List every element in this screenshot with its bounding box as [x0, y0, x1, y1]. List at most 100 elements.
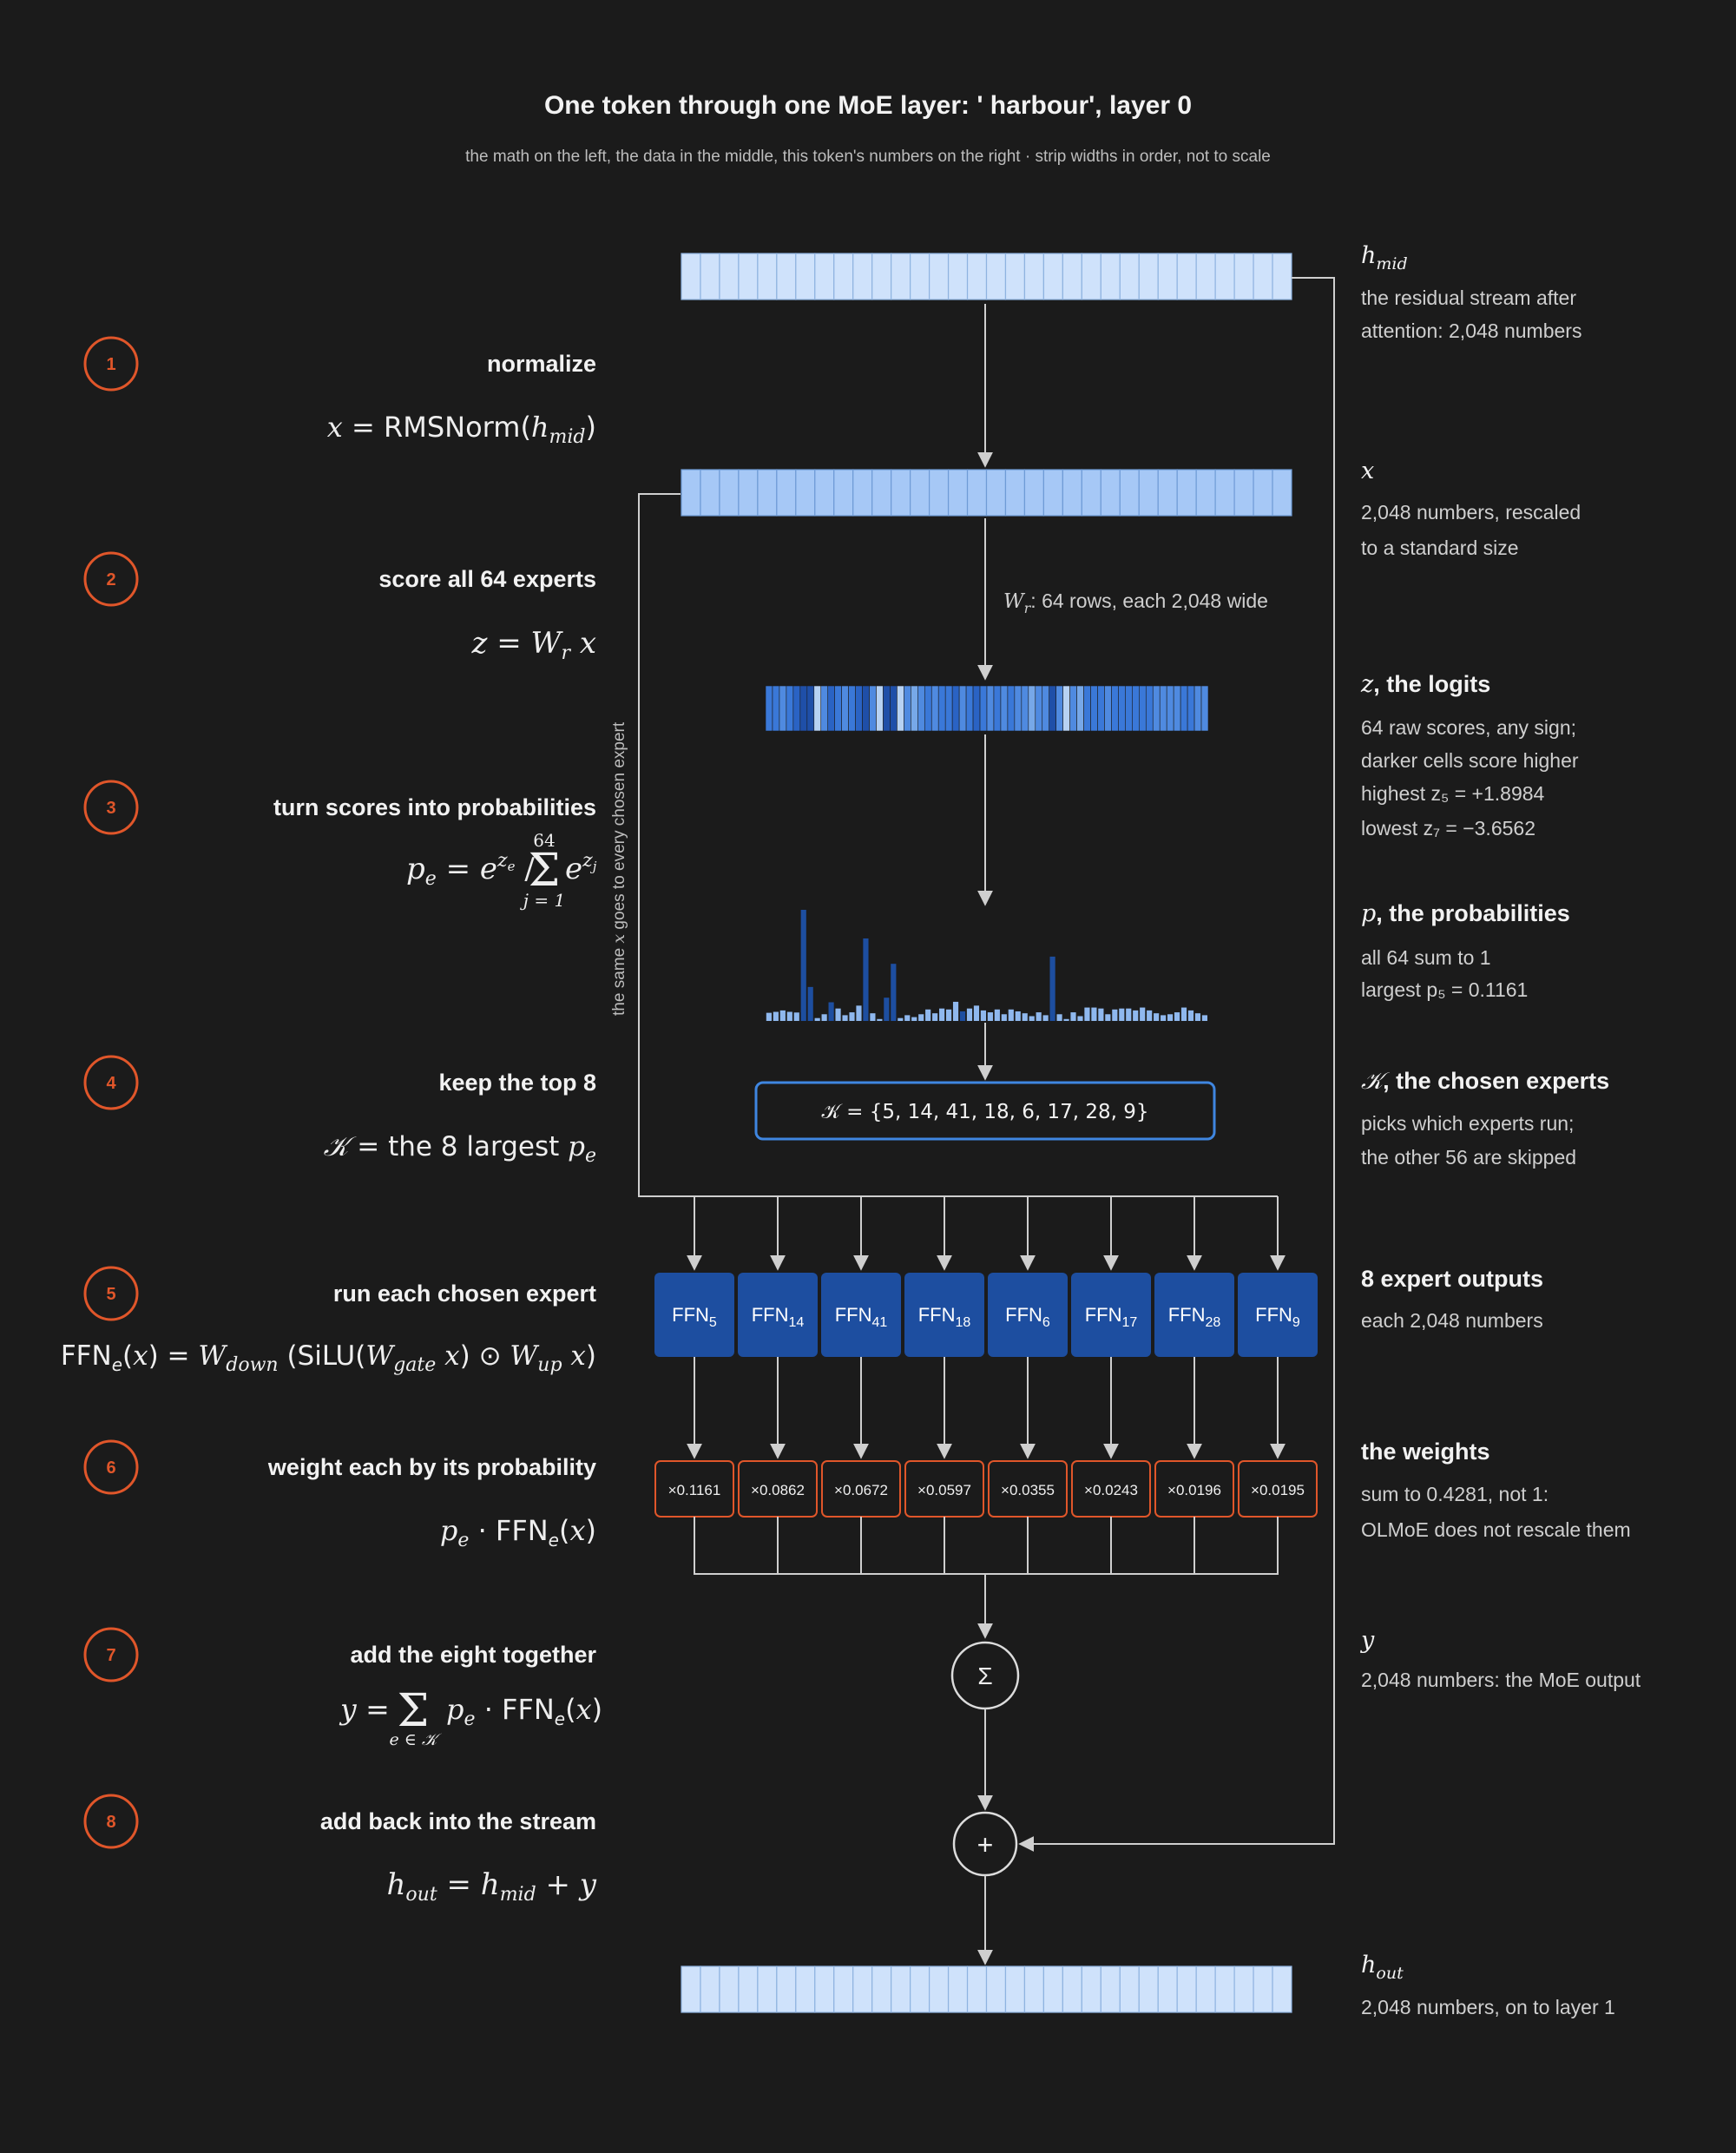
- strip-cell: [1023, 253, 1045, 300]
- label-hmid: hmid: [1361, 242, 1408, 273]
- prob-bar: [1187, 1010, 1194, 1021]
- z-desc-1: 64 raw scores, any sign;: [1361, 716, 1576, 739]
- strip-cell: [891, 1965, 911, 2013]
- step-8: 8 add back into the stream: [83, 1794, 596, 1849]
- logit-cell: [1159, 685, 1167, 732]
- hout-desc-1: 2,048 numbers, on to layer 1: [1361, 1996, 1615, 2018]
- step-title: add back into the stream: [320, 1808, 596, 1834]
- weight-value: ×0.0597: [917, 1482, 971, 1498]
- step-circle: [83, 1794, 139, 1849]
- step-number: 8: [106, 1813, 115, 1832]
- logit-cell: [834, 685, 842, 732]
- strip-cell: [719, 469, 740, 517]
- prob-bar: [786, 1011, 792, 1021]
- logit-cell: [1118, 685, 1126, 732]
- label-y: y: [1360, 1627, 1375, 1654]
- strip-cell: [1214, 253, 1235, 300]
- strip-cell: [871, 1965, 892, 2013]
- expert-box: [821, 1273, 901, 1357]
- prob-bar: [911, 1017, 917, 1021]
- strip-cell: [1138, 469, 1159, 517]
- logit-cell: [1042, 685, 1050, 732]
- logit-cell: [772, 685, 780, 732]
- step-title: normalize: [487, 351, 596, 377]
- strip-cell: [1272, 253, 1292, 300]
- logit-cell: [930, 685, 939, 732]
- prob-bar: [793, 1012, 799, 1021]
- expert-box: [654, 1273, 734, 1357]
- hmid-desc-1: the residual stream after: [1361, 286, 1576, 309]
- strip-cell: [681, 1965, 701, 2013]
- prob-bar: [1008, 1009, 1014, 1021]
- strip-cell: [1004, 469, 1026, 517]
- chosen-set-text: 𝒦 = {5, 14, 41, 18, 6, 17, 28, 9}: [821, 1101, 1148, 1123]
- label-weights: the weights: [1361, 1439, 1490, 1465]
- strip-cell: [1081, 253, 1101, 300]
- strip-cell: [852, 1965, 873, 2013]
- strip-cell: [1176, 253, 1197, 300]
- expert-9: FFN9×0.0195: [1238, 1196, 1318, 1574]
- strip-cell: [910, 469, 930, 517]
- prob-bar: [1105, 1014, 1111, 1021]
- step-circle: [83, 1439, 139, 1495]
- strip-cell: [738, 1965, 759, 2013]
- step-circle: [83, 780, 139, 835]
- logit-cell: [972, 685, 981, 732]
- strip-cell: [1119, 253, 1140, 300]
- strip-cell: [1004, 253, 1026, 300]
- logit-cell: [1062, 685, 1070, 732]
- prob-bar: [1042, 1015, 1049, 1021]
- logit-cell: [820, 685, 829, 732]
- ffn-desc-1: each 2,048 numbers: [1361, 1309, 1543, 1332]
- strip-cell: [891, 469, 911, 517]
- strip-cell: [1042, 469, 1063, 517]
- sum-symbol: Σ: [977, 1662, 992, 1689]
- formula-sum: y = Σ e ∈ 𝒦 pe · FFNe(x): [339, 1685, 602, 1749]
- step-circle: [83, 1055, 139, 1110]
- weight-value: ×0.0862: [751, 1482, 805, 1498]
- logit-cell: [1035, 685, 1043, 732]
- p-desc-1: all 64 sum to 1: [1361, 946, 1491, 969]
- strip-cell: [928, 1965, 950, 2013]
- formula-topk: 𝒦 = the 8 largest pe: [324, 1131, 596, 1167]
- strip-cell: [947, 469, 969, 517]
- chosen-set-box: [754, 1081, 1216, 1141]
- y-desc-1: 2,048 numbers: the MoE output: [1361, 1669, 1641, 1691]
- strip-cell: [910, 253, 930, 300]
- strip-cell: [1042, 1965, 1063, 2013]
- diagram-subtitle: the math on the left, the data in the mi…: [465, 148, 1271, 166]
- svg-text:hout = hmid + y: hout = hmid + y: [387, 1867, 597, 1906]
- strip-cell: [985, 253, 1007, 300]
- strip-cell: [814, 1965, 835, 2013]
- strip-cell: [1023, 1965, 1045, 2013]
- prob-bar: [939, 1008, 945, 1021]
- strip-cell: [1062, 253, 1082, 300]
- strip-cell: [700, 469, 720, 517]
- strip-cell: [1004, 1965, 1026, 2013]
- strip-cell: [1100, 469, 1121, 517]
- prob-bar: [1063, 1018, 1069, 1021]
- step-number: 6: [106, 1458, 115, 1478]
- expert-label: FFN5: [672, 1304, 717, 1330]
- strip-cell: [1253, 253, 1273, 300]
- prob-bar: [945, 1009, 952, 1021]
- prob-bar: [1036, 1012, 1042, 1021]
- prob-bar: [1056, 1014, 1062, 1021]
- weight-value: ×0.0196: [1167, 1482, 1221, 1498]
- prob-bar: [994, 1009, 1000, 1021]
- k-desc-1: picks which experts run;: [1361, 1112, 1574, 1135]
- x-desc-1: 2,048 numbers, rescaled: [1361, 501, 1581, 523]
- expert-label: FFN17: [1085, 1304, 1138, 1330]
- strip-cell: [1157, 253, 1178, 300]
- strip-cell: [1176, 469, 1197, 517]
- expert-box: [1238, 1273, 1318, 1357]
- strip-cell: [795, 1965, 816, 2013]
- logit-cell: [890, 685, 898, 732]
- logit-cell: [1076, 685, 1084, 732]
- prob-bar: [959, 1011, 966, 1021]
- strip-cell: [910, 1965, 930, 2013]
- x-broadcast-line: [638, 493, 1278, 1197]
